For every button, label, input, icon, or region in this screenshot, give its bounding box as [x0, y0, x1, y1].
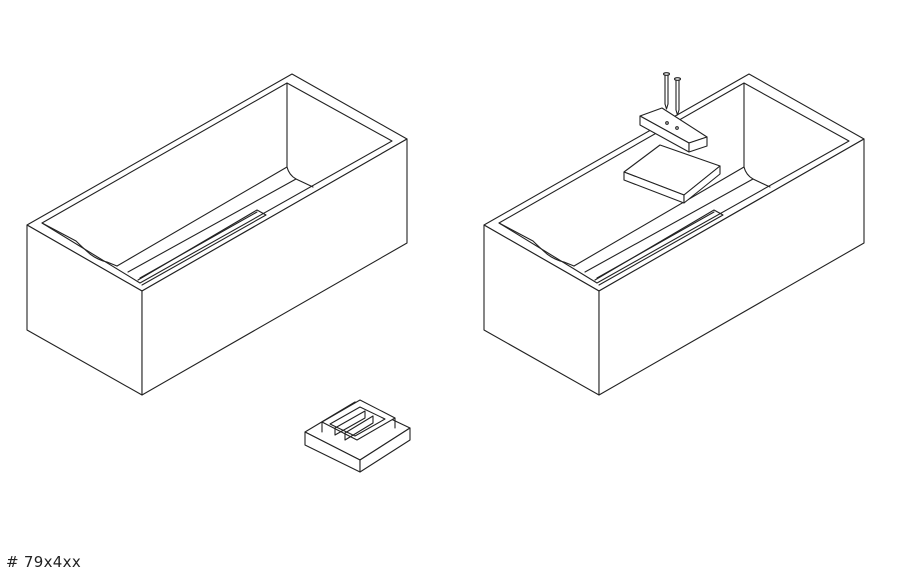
perforated-plate: (function(){var s='';for(var i=0;i<8;i++…	[623, 144, 721, 204]
mounting-bracket	[304, 399, 411, 473]
bathtub-left	[26, 73, 408, 396]
nails-top	[662, 72, 682, 116]
article-number: # 79x4xx	[6, 553, 81, 571]
mounting-block	[639, 107, 708, 153]
